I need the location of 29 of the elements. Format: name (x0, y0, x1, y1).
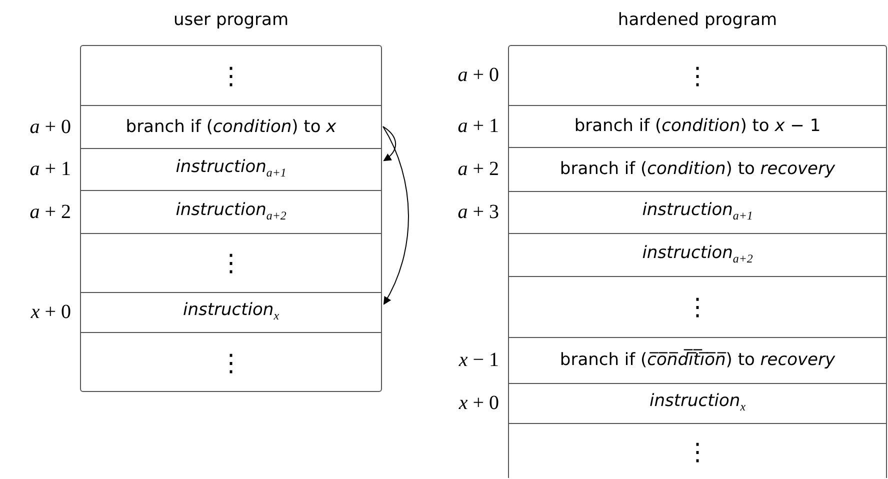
address-label: a + 2 (30, 200, 71, 224)
address-label: a + 0 (458, 64, 499, 87)
ellipsis: ⋮ (686, 440, 710, 464)
instruction-text: branch if (condition) to x (126, 118, 336, 136)
table-heading: hardened program (616, 10, 778, 30)
instruction-text: instruction$_{x}$ (183, 302, 279, 323)
instruction-text: branch if (condition) to recovery (560, 161, 836, 178)
ellipsis: ⋮ (686, 64, 710, 88)
address-label: a + 3 (458, 201, 499, 224)
address-label: a + 1 (458, 115, 499, 138)
address-label: x − 1 (458, 349, 499, 372)
instruction-text: instruction$_{a+2}$ (642, 244, 753, 266)
instruction-text: instruction$_{x}$ (650, 393, 746, 414)
instruction-text: instruction$_{a+2}$ (176, 202, 286, 222)
address-label: a + 1 (30, 158, 71, 181)
address-label: a + 2 (458, 158, 499, 181)
table-heading: user program (172, 10, 290, 30)
address-label: x + 0 (30, 301, 71, 324)
ellipsis: ⋮ (219, 351, 243, 375)
ellipsis: ⋮ (686, 295, 710, 319)
instruction-text: instruction$_{a+1}$ (176, 159, 286, 180)
ellipsis: ⋮ (219, 64, 243, 88)
instruction-text: branch if (condition) to x − 1 (574, 118, 821, 135)
address-label: x + 0 (458, 392, 499, 415)
address-label: a + 0 (30, 116, 71, 138)
jump-arrow (382, 126, 396, 162)
jump-arrow (382, 126, 409, 305)
ellipsis: ⋮ (219, 251, 243, 275)
instruction-text: instruction$_{a+1}$ (642, 202, 753, 223)
